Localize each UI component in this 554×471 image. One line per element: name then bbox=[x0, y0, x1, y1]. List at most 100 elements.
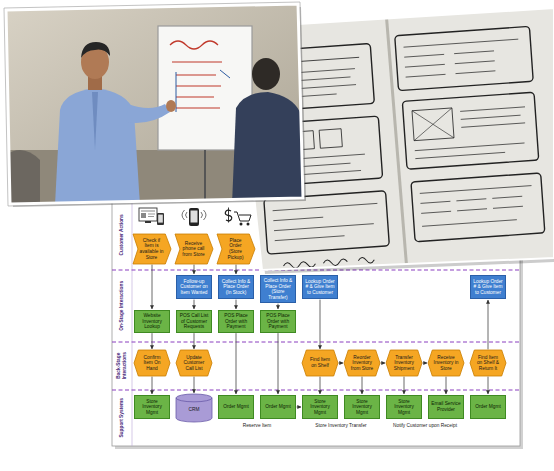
backstage-hexagon-outline bbox=[386, 350, 422, 376]
sketch-photo bbox=[319, 129, 342, 148]
node-text: Update Customer Call List bbox=[181, 355, 207, 372]
node-text: Collect Info & Place Order (Store Transf… bbox=[263, 278, 293, 300]
support-system-box: Store Inventory Mgmt bbox=[134, 395, 170, 419]
lane-title: Customer Actions bbox=[119, 203, 125, 267]
sketch-photo bbox=[412, 108, 454, 141]
onstage-action-box: Collect Info & Place Order (In Stock) bbox=[218, 275, 254, 299]
support-system-box: Order Mgmt bbox=[260, 395, 296, 419]
backstage-hexagon: Update Customer Call List bbox=[176, 350, 212, 376]
phone-icon bbox=[191, 211, 198, 223]
onstage-system-box: Website Inventory Lookup bbox=[134, 310, 170, 333]
sketch-photo bbox=[420, 186, 534, 227]
node-text: Store Inventory Mgmt bbox=[347, 399, 377, 416]
lane-divider bbox=[112, 270, 520, 390]
database-cylinder: CRM bbox=[176, 394, 212, 422]
onstage-system-box: POS Call List of Customer Requests bbox=[176, 310, 212, 333]
flow-connector bbox=[152, 265, 153, 309]
flow-connector bbox=[362, 377, 363, 394]
backstage-hexagon: Transfer Inventory Shipment bbox=[386, 350, 422, 376]
node-text: POS Place Order with Payment bbox=[263, 313, 293, 330]
web-mobile-icon bbox=[157, 213, 164, 225]
sketch-photo bbox=[402, 92, 538, 169]
flow-connector bbox=[423, 363, 427, 364]
flow-connector bbox=[278, 333, 279, 394]
backstage-hexagon: Confirm Item On Hand bbox=[134, 350, 170, 376]
node-text: Collect Info & Place Order (In Stock) bbox=[221, 279, 251, 296]
workshop-photo bbox=[204, 150, 206, 200]
workshop-photo bbox=[0, 0, 310, 210]
backstage-hexagon: Find Item on Shelf & Return It bbox=[470, 350, 506, 376]
node-text: Receive phone call from Store bbox=[181, 241, 206, 258]
backstage-hexagon-outline bbox=[134, 350, 170, 376]
node-text: Find Item on Shelf & Return It bbox=[475, 355, 501, 372]
blueprint-panel bbox=[132, 200, 133, 446]
node-text: Website Inventory Lookup bbox=[137, 313, 167, 330]
customer-action-chevron: Place Order (Store Pickup) bbox=[217, 234, 255, 264]
backstage-hexagon: Receive Inventory in Store bbox=[428, 350, 464, 376]
node-text: Store Inventory Mgmt bbox=[389, 399, 419, 416]
node-text: POS Place Order with Payment bbox=[221, 313, 251, 330]
sketch-photo bbox=[273, 203, 380, 240]
flow-connector bbox=[194, 333, 195, 349]
flow-connector bbox=[320, 300, 321, 349]
customer-action-chevron-outline bbox=[175, 234, 213, 264]
backstage-hexagon: Find Item on Shelf bbox=[302, 350, 338, 376]
flow-connector bbox=[194, 265, 195, 274]
onstage-action-box: Lookup Order # & Give Item to Customer bbox=[302, 275, 338, 299]
backstage-hexagon-outline bbox=[302, 350, 338, 376]
backstage-hexagon-outline bbox=[344, 350, 380, 376]
workshop-photo bbox=[170, 41, 222, 108]
onstage-system-box: POS Place Order with Payment bbox=[218, 310, 254, 333]
workshop-photo bbox=[81, 42, 110, 58]
web-mobile-icon bbox=[139, 208, 157, 221]
node-text: Place Order (Store Pickup) bbox=[223, 238, 248, 260]
sketch-photo bbox=[412, 107, 528, 159]
backstage-hexagon-outline bbox=[470, 350, 506, 376]
node-text: Transfer Inventory Shipment bbox=[391, 355, 417, 372]
workshop-photo bbox=[0, 0, 310, 210]
customer-action-chevron-outline bbox=[133, 234, 171, 264]
customer-action-chevron: Receive phone call from Store bbox=[175, 234, 213, 264]
lane-title: On-Stage Interactions bbox=[119, 273, 125, 339]
workshop-photo bbox=[92, 92, 98, 150]
flow-connector bbox=[339, 363, 343, 364]
workshop-photo bbox=[55, 88, 140, 205]
backstage-hexagon-outline bbox=[176, 350, 212, 376]
support-system-box: Order Mgmt bbox=[470, 395, 506, 419]
customer-action-chevron-outline bbox=[217, 234, 255, 264]
node-text: Order Mgmt bbox=[223, 404, 249, 410]
node-text: Find Item on Shelf bbox=[307, 357, 333, 368]
node-text: Order Mgmt bbox=[475, 404, 501, 410]
support-system-box: Store Inventory Mgmt bbox=[386, 395, 422, 419]
flow-note: Store Inventory Transfer bbox=[306, 423, 376, 429]
web-mobile-icon bbox=[158, 215, 163, 223]
workshop-photo bbox=[252, 58, 280, 90]
phone-icon bbox=[182, 208, 206, 226]
flow-connector bbox=[152, 333, 153, 349]
payment-cart-icon bbox=[228, 208, 229, 223]
onstage-system-box: POS Place Order with Payment bbox=[260, 310, 296, 333]
support-system-box: Order Mgmt bbox=[218, 395, 254, 419]
onstage-action-box: Follow-up Customer on Item Wanted bbox=[176, 275, 212, 299]
flow-connector bbox=[278, 304, 279, 309]
payment-cart-icon bbox=[234, 212, 251, 221]
flow-connector bbox=[236, 333, 237, 394]
support-system-box: Store Inventory Mgmt bbox=[302, 395, 338, 419]
workshop-photo bbox=[232, 92, 306, 205]
cylinder-body bbox=[176, 394, 212, 422]
payment-cart-icon bbox=[247, 223, 250, 226]
lane-divider bbox=[112, 390, 520, 391]
web-mobile-icon bbox=[145, 221, 151, 223]
payment-cart-icon bbox=[225, 208, 251, 226]
flow-connector bbox=[488, 300, 489, 349]
node-text: Store Inventory Mgmt bbox=[137, 399, 167, 416]
flow-connector bbox=[236, 265, 237, 274]
sketch-photo bbox=[411, 173, 545, 242]
sketch-photo bbox=[295, 69, 357, 97]
backstage-hexagon-outline bbox=[428, 350, 464, 376]
workshop-photo bbox=[4, 2, 305, 206]
lane-title: Back-Stage Interactions bbox=[116, 344, 128, 388]
web-mobile-icon bbox=[141, 211, 155, 212]
